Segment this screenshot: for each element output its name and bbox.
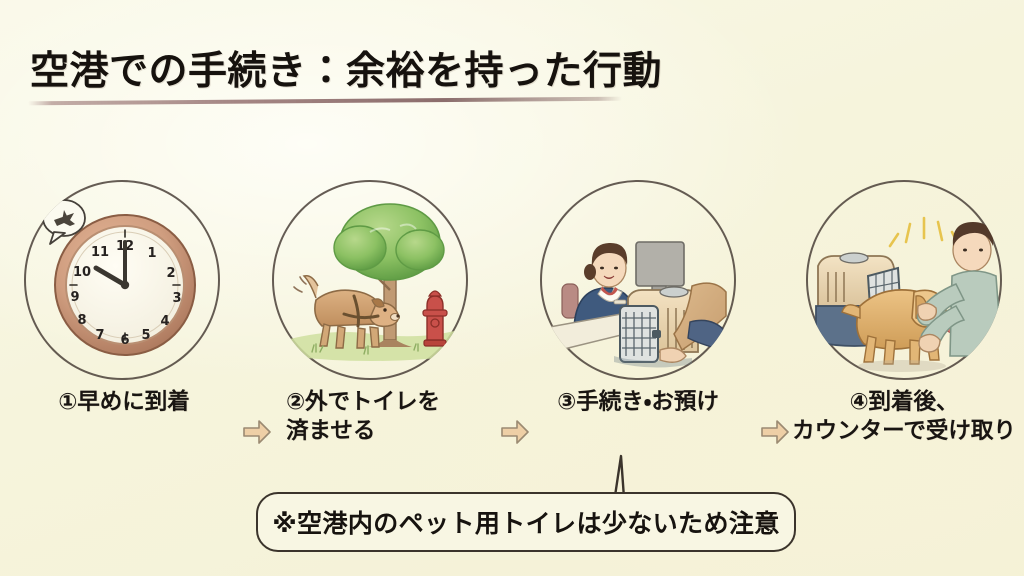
step-flow: 12 1 2 3 4 5 6 7 8 9 10 11 <box>0 160 1024 444</box>
joy-lines <box>888 216 960 248</box>
svg-text:9: 9 <box>70 290 79 305</box>
svg-text:1: 1 <box>147 246 156 261</box>
svg-text:7: 7 <box>95 328 104 343</box>
arrow-step1-to-step2 <box>242 418 272 446</box>
step-4-caption: ④到着後、 カウンターで受け取り <box>792 389 1016 444</box>
checkin-counter-illustration <box>540 180 736 380</box>
step-4-circle-outline <box>806 180 1002 380</box>
svg-text:8: 8 <box>77 313 86 328</box>
step-2-caption: ②外でトイレを 済ませる <box>286 389 441 444</box>
step-2-illustration <box>272 180 468 380</box>
owner <box>916 222 1002 357</box>
dog-harness <box>342 294 380 328</box>
step-3-caption: ③手続き・お預け <box>557 389 719 415</box>
fire-hydrant <box>422 290 448 347</box>
svg-text:4: 4 <box>160 314 169 329</box>
svg-text:6: 6 <box>120 333 129 348</box>
dog <box>293 274 401 349</box>
callout-text: ※空港内のペット用トイレは少ないため注意 <box>272 509 780 538</box>
step-3-illustration <box>540 180 736 380</box>
step-1-circle-outline <box>24 180 220 380</box>
callout-box: ※空港内のペット用トイレは少ないため注意 <box>256 492 796 552</box>
pet-reunion-illustration <box>806 180 1002 380</box>
svg-text:11: 11 <box>91 245 109 260</box>
clock-illustration: 12 1 2 3 4 5 6 7 8 9 10 11 <box>24 180 220 380</box>
step-3-circle-outline <box>540 180 736 380</box>
step-1-illustration: 12 1 2 3 4 5 6 7 8 9 10 11 <box>24 180 220 380</box>
dog-tree-hydrant-illustration <box>272 180 468 380</box>
step-4-illustration <box>806 180 1002 380</box>
title-underline-stroke <box>27 96 623 106</box>
step-2-circle-outline <box>272 180 468 380</box>
svg-text:5: 5 <box>141 328 150 343</box>
svg-text:10: 10 <box>73 265 91 280</box>
arrow-step2-to-step3 <box>500 418 530 446</box>
step-1-caption: ①早めに到着 <box>58 389 190 415</box>
svg-text:3: 3 <box>172 291 181 306</box>
arrow-step3-to-step4 <box>760 418 790 446</box>
svg-text:2: 2 <box>166 266 175 281</box>
page-title: 空港での手続き：余裕を持った行動 <box>30 49 663 94</box>
